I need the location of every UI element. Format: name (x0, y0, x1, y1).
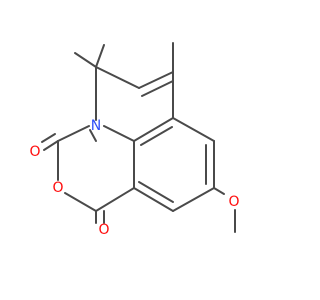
carbonyl-oxygen-bottom-label: O (98, 222, 109, 238)
bond-o3-c1 (64, 192, 97, 212)
bonds (41, 42, 236, 233)
bond-c4-methyl-b (95, 44, 105, 68)
bond-c9-c9a-double (138, 181, 174, 203)
bond-c9-c9a (133, 187, 174, 212)
bond-c2-o-double-b (41, 133, 56, 143)
bond-n-c9b (103, 125, 135, 142)
bond-c8-omethoxy (213, 187, 225, 195)
methoxy-oxygen-label: O (228, 194, 239, 210)
bond-c5-c6-double (141, 80, 174, 97)
bond-c9b-c6a-double (140, 126, 173, 146)
bond-c1-c9a (95, 187, 135, 212)
nitrogen-atom-label: N (91, 118, 101, 134)
molecule-diagram: N O O O O (29, 42, 240, 238)
carbonyl-oxygen-top-label: O (29, 144, 40, 160)
bond-c6a-c7 (172, 117, 215, 142)
atom-labels: N O O O O (29, 118, 239, 238)
bond-c4-methyl-a (74, 52, 97, 68)
bond-c9b-c6a (133, 117, 174, 142)
bond-n-c2 (89, 129, 97, 142)
bond-n-c2-ring (57, 125, 90, 142)
bond-c2-o-double-a (43, 140, 59, 151)
bond-c5-c6 (138, 71, 174, 89)
structure-canvas: N O O O O (29, 42, 240, 238)
bond-c8-c9 (172, 187, 215, 212)
bond-c4-c5 (95, 66, 140, 89)
ring-oxygen-label: O (52, 180, 63, 196)
